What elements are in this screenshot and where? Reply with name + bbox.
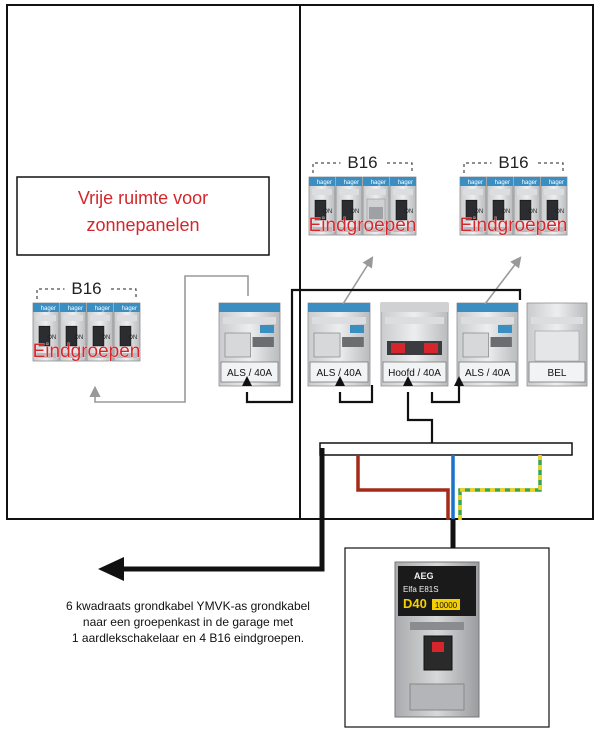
module-als: ALS / 40A [218,302,281,387]
breaker-state: ON [474,209,483,215]
group-rating: B16 [71,279,101,298]
breaker-state: ON [101,335,110,341]
group-label: Eindgroepen [309,215,417,236]
breaker-brand: hager [468,180,483,186]
caption-line-1: 6 kwadraats grondkabel YMVK-as grondkabe… [66,599,310,613]
breaker-state: ON [128,335,137,341]
meter-model: Elfa E81S [403,585,439,594]
breaker-brand: hager [549,180,564,186]
module-toggle [462,332,489,358]
ground-cable [98,448,325,581]
module-main: Hoofd / 40A [380,302,449,387]
breaker-brand: hager [317,180,332,186]
meter-brand: AEG [414,571,434,581]
breaker-group-left: B16hagerONhagerONhagerONhagerONEindgroep… [32,279,141,362]
breaker-toggle [395,199,408,221]
breaker-brand: hager [95,306,110,312]
breaker-brand: hager [495,180,510,186]
meter-breaker-box: AEG Elfa E81S D40 10000 [344,547,550,728]
module-als: ALS / 40A [307,302,371,387]
breaker-brand: hager [122,306,137,312]
module-label: BEL [548,368,567,379]
breaker-state: ON [501,209,510,215]
group-rating: B16 [347,153,377,172]
module-toggle [313,332,341,358]
main-switch-right [424,343,438,353]
breaker-state: ON [47,335,56,341]
gray-feed-wires [89,256,522,403]
group-label: Eindgroepen [460,215,568,236]
bus-arrowheads [242,376,464,386]
module-label: ALS / 40A [465,368,510,379]
breaker-state: ON [404,209,413,215]
breaker-toggle [492,199,505,221]
breaker-state: ON [528,209,537,215]
module-label: ALS / 40A [227,368,272,379]
group-bracket [36,288,137,299]
module-label: Hoofd / 40A [388,368,441,379]
module-als: ALS / 40A [456,302,519,387]
breaker-brand: hager [344,180,359,186]
caption: 6 kwadraats grondkabel YMVK-as grondkabe… [66,599,310,645]
main-switch-left [391,343,405,353]
breaker-toggle [119,325,132,347]
breaker-state: ON [350,209,359,215]
breaker-toggle [465,199,478,221]
solar-note-line-1: Vrije ruimte voor [78,188,208,208]
terminal-bar [319,442,573,456]
breaker-toggle [65,325,78,347]
breaker-state: ON [555,209,564,215]
phase-wire [356,455,450,520]
breaker-brand: hager [398,180,413,186]
black-bus-wires [245,288,522,443]
breaker-brand: hager [371,180,386,186]
module-label: ALS / 40A [316,368,361,379]
group-bracket [312,162,413,173]
breaker-toggle [546,199,559,221]
breaker-toggle [38,325,51,347]
earth-wire-yellow [458,455,542,520]
breaker-group-right: B16hagerONhagerONhagerONhagerONEindgroep… [459,153,568,236]
meter-capacity: 10000 [435,601,458,610]
group-bracket [463,162,564,173]
breaker-toggle [92,325,105,347]
breaker-state: ON [323,209,332,215]
earth-wire-green [458,455,542,520]
main-module-row: ALS / 40A ALS / 40A Hoofd / 40A ALS / 40A BE… [218,302,588,387]
breaker-state: ON [74,335,83,341]
module-toggle [224,332,251,358]
conductors [356,455,542,520]
caption-line-3: 1 aardlekschakelaar en 4 B16 eindgroepen… [72,631,304,645]
solar-space-note: Vrije ruimte voor zonnepanelen [16,176,270,256]
breaker-toggle [519,199,532,221]
group-label: Eindgroepen [33,341,141,362]
module-bel: BEL [526,302,588,387]
breaker-toggle [341,199,354,221]
breaker-toggle [314,199,327,221]
meter-toggle [423,635,453,671]
breaker-brand: hager [522,180,537,186]
breaker-brand: hager [41,306,56,312]
meter-rating: D40 [403,596,427,611]
group-rating: B16 [498,153,528,172]
mcb-breaker: hager [362,176,390,236]
solar-note-line-2: zonnepanelen [86,215,199,235]
breaker-brand: hager [68,306,83,312]
caption-line-2: naar een groepenkast in de garage met [83,615,294,629]
